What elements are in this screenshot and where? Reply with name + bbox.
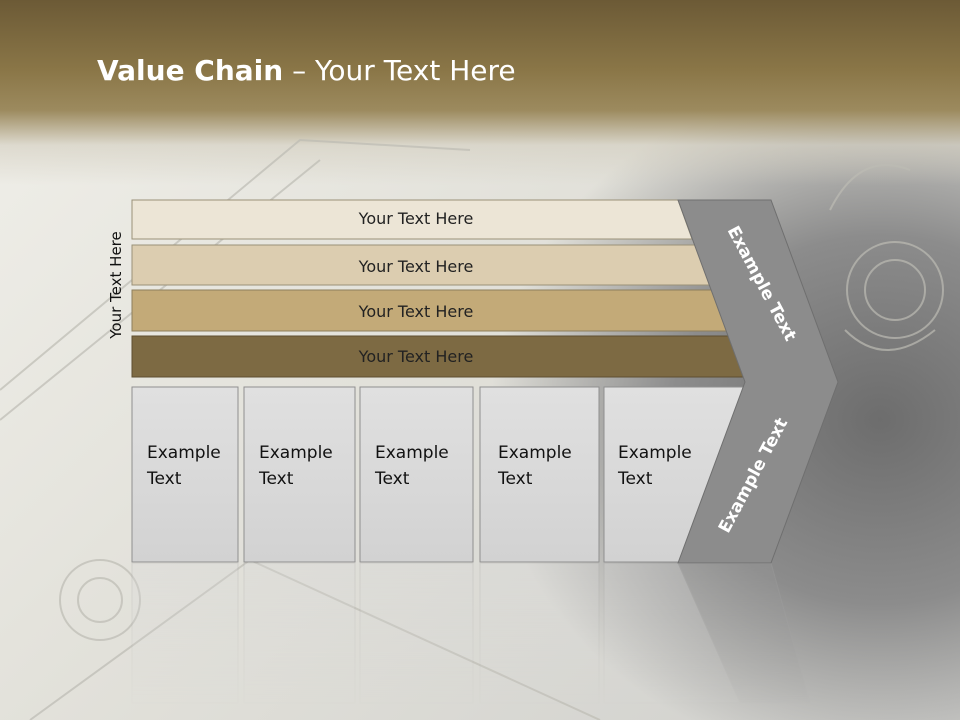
title-rest: – Your Text Here bbox=[283, 54, 516, 87]
box-2-line2: Text bbox=[259, 469, 294, 489]
box-1 bbox=[131, 386, 239, 563]
box-1-line1: Example bbox=[147, 443, 221, 463]
chevron-arrow bbox=[677, 199, 839, 564]
box-1-text: Example Text bbox=[147, 440, 221, 492]
box-4-line2: Text bbox=[498, 469, 533, 489]
box-5-line1: Example bbox=[618, 443, 692, 463]
bar-1-label: Your Text Here bbox=[358, 209, 474, 228]
box-4-text: Example Text bbox=[498, 440, 572, 492]
box-3-line2: Text bbox=[375, 469, 410, 489]
title-bold: Value Chain bbox=[97, 54, 284, 87]
box-4-line1: Example bbox=[498, 443, 572, 463]
slide-title: Value Chain – Your Text Here bbox=[97, 54, 516, 87]
box-5-line2: Text bbox=[618, 469, 653, 489]
reflection-shapes bbox=[131, 563, 811, 704]
box-2 bbox=[243, 386, 356, 563]
box-1-line2: Text bbox=[147, 469, 182, 489]
box-2-text: Example Text bbox=[259, 440, 333, 492]
box-3-line1: Example bbox=[375, 443, 449, 463]
box-5-text: Example Text bbox=[618, 440, 692, 492]
bar-4-label: Your Text Here bbox=[358, 347, 474, 366]
diagram-reflection bbox=[0, 563, 960, 720]
bar-2-label: Your Text Here bbox=[358, 257, 474, 276]
bar-3-label: Your Text Here bbox=[358, 302, 474, 321]
box-3-text: Example Text bbox=[375, 440, 449, 492]
box-2-line1: Example bbox=[259, 443, 333, 463]
box-4 bbox=[479, 386, 600, 563]
box-3 bbox=[359, 386, 474, 563]
